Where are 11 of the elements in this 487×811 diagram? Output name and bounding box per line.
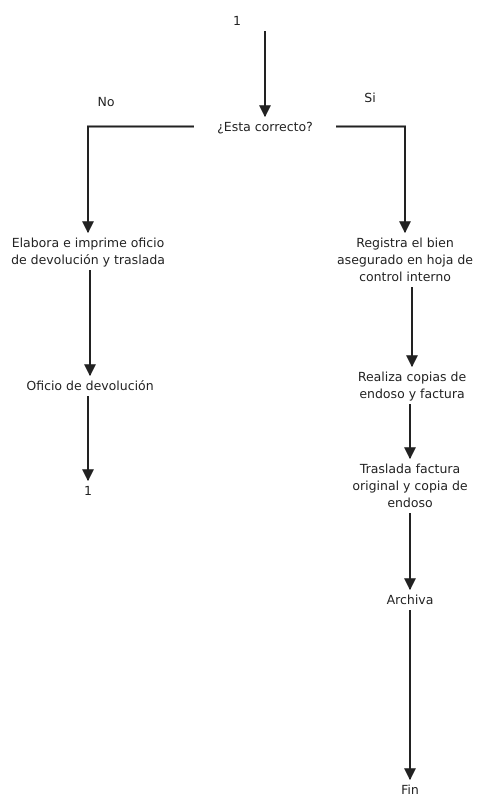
arrow	[259, 31, 271, 118]
arrow	[404, 404, 416, 460]
arrow	[404, 610, 416, 780]
arrow	[336, 126, 411, 234]
arrow	[82, 396, 94, 482]
arrow	[82, 126, 194, 234]
arrow	[84, 270, 96, 376]
edge-label: No	[96, 94, 116, 109]
arrow	[406, 287, 418, 368]
arrow	[404, 513, 416, 590]
edge-label: Si	[362, 90, 378, 105]
